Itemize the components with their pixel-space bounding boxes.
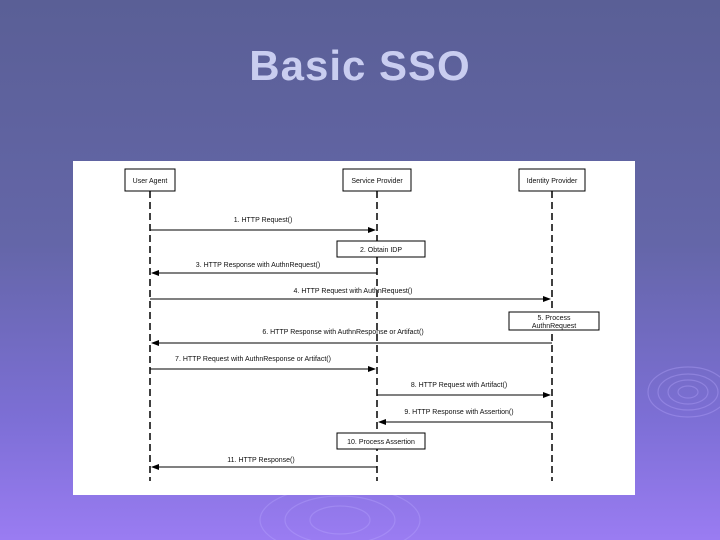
action-5-label-line1: 5. Process xyxy=(537,315,571,322)
message-8-label: 8. HTTP Request with Artifact() xyxy=(411,382,507,389)
message-11-label: 11. HTTP Response() xyxy=(227,457,294,464)
slide-title: Basic SSO xyxy=(249,42,471,89)
action-5-box: 5. Process AuthnRequest xyxy=(508,311,600,331)
participant-identity-provider-label: Identity Provider xyxy=(527,178,578,185)
action-10-box: 10. Process Assertion xyxy=(336,432,426,450)
message-9-label: 9. HTTP Response with Assertion() xyxy=(404,409,513,416)
sequence-diagram-canvas: User Agent Service Provider Identity Pro… xyxy=(124,168,600,481)
action-10-label: 10. Process Assertion xyxy=(347,439,415,446)
participant-user-agent-label: User Agent xyxy=(133,178,168,185)
message-4-label: 4. HTTP Request with AuthnRequest() xyxy=(294,288,413,295)
action-2-box: 2. Obtain IDP xyxy=(336,240,426,258)
participant-service-provider-label: Service Provider xyxy=(351,178,403,185)
message-1-label: 1. HTTP Request() xyxy=(234,217,293,224)
participant-user-agent: User Agent xyxy=(124,168,176,192)
action-2-label: 2. Obtain IDP xyxy=(360,247,402,254)
message-6-label: 6. HTTP Response with AuthnResponse or A… xyxy=(262,329,423,336)
sequence-diagram: User Agent Service Provider Identity Pro… xyxy=(73,161,635,495)
participant-service-provider: Service Provider xyxy=(342,168,412,192)
message-7-label: 7. HTTP Request with AuthnResponse or Ar… xyxy=(175,356,331,363)
action-5-label-line2: AuthnRequest xyxy=(532,323,576,330)
participant-identity-provider: Identity Provider xyxy=(518,168,586,192)
message-3-label: 3. HTTP Response with AuthnRequest() xyxy=(196,262,320,269)
